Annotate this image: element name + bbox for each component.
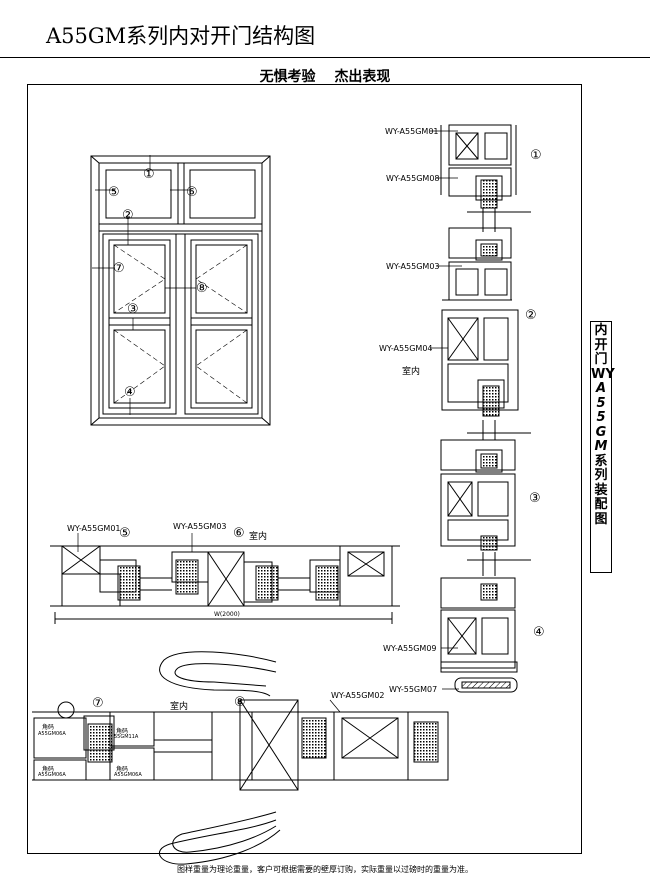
side-note-char: G (595, 424, 607, 440)
vertical-section (440, 124, 531, 693)
subtitle-right: 杰出表现 (334, 69, 391, 85)
page-title: A55GM系列内对开门结构图 (46, 24, 316, 48)
opening-lines (113, 244, 248, 404)
corner-code-label-1: 角码 (42, 724, 55, 731)
drawing-frame (27, 84, 582, 854)
label-v6: WY-55GM07 (389, 685, 438, 694)
leader-lines (92, 155, 196, 415)
marker-2: ② (122, 208, 134, 223)
section-marker-v3: ③ (529, 491, 541, 506)
side-note-char: W (591, 366, 606, 382)
corner-code-4: A55GM06A (114, 772, 142, 778)
marker-6: ⑥ (186, 185, 198, 200)
interior-label-b: 室内 (170, 702, 189, 712)
side-note-char: 5 (596, 395, 606, 411)
hsec-leaders (77, 533, 193, 552)
handle-outline (158, 651, 281, 865)
side-note-char: 配 (594, 497, 608, 512)
header-rule (0, 57, 650, 58)
page-subtitle: 无惧考验 杰出表现 (0, 66, 650, 86)
label-h2: WY-A55GM03 (173, 522, 227, 531)
section-marker-h8: ⑧ (234, 695, 246, 710)
side-note-char: 5 (596, 410, 606, 425)
corner-code-2: 55GM11A (114, 734, 139, 740)
section-marker-h7: ⑦ (92, 696, 104, 711)
label-v5: WY-A55GM09 (383, 644, 437, 653)
side-note-char: M (594, 439, 608, 454)
section-marker-h5: ⑤ (119, 526, 131, 541)
side-note-char: 开 (594, 337, 608, 353)
marker-1: ① (143, 167, 155, 182)
marker-8: ⑧ (196, 281, 208, 296)
corner-code-label-3: 角码 (42, 766, 55, 773)
label-v2: WY-A55GM08 (386, 174, 440, 183)
corner-code-1: A55GM06A (38, 731, 66, 737)
side-note-char: Y (605, 366, 615, 382)
marker-3: ③ (127, 302, 139, 317)
section-marker-h6: ⑥ (233, 526, 245, 541)
footer-note: 图样重量为理论重量，客户可根据需要的壁厚订购，实际重量以过磅时的重量为准。 (177, 865, 473, 874)
section-marker-v2: ② (525, 308, 537, 323)
side-note-char: A (595, 381, 607, 396)
door-elevation (90, 155, 271, 426)
interior-label-v: 室内 (402, 367, 421, 377)
vsec-leaders (430, 130, 462, 690)
side-note: 内 开 门 WY A 5 5 G M 系 列 装 配 图 (590, 321, 615, 573)
label-v1: WY-A55GM01 (385, 127, 439, 136)
label-v4: WY-A55GM04 (379, 344, 433, 353)
bottom-leaders (329, 699, 341, 713)
corner-code-3: A55GM06A (38, 772, 66, 778)
side-note-char: 装 (594, 482, 608, 498)
side-note-char: 系 (594, 453, 608, 469)
marker-7: ⑦ (113, 261, 125, 276)
label-h3: WY-A55GM02 (331, 691, 385, 700)
side-note-char: 图 (594, 511, 608, 527)
side-note-char: 内 (594, 323, 608, 338)
corner-code-label-2: 角码 (116, 728, 129, 735)
marker-4: ④ (124, 385, 136, 400)
horizontal-section (50, 545, 400, 624)
label-v3: WY-A55GM03 (386, 262, 440, 271)
side-note-char: 门 (594, 352, 608, 367)
subtitle-left: 无惧考验 (259, 69, 316, 85)
marker-5: ⑤ (108, 185, 120, 200)
interior-label-h: 室内 (249, 532, 268, 542)
section-marker-v4: ④ (533, 625, 545, 640)
corner-code-label-4: 角码 (116, 766, 129, 773)
bottom-section (32, 699, 449, 791)
section-marker-v1: ① (530, 148, 542, 163)
label-h1: WY-A55GM01 (67, 524, 121, 533)
side-note-char: 列 (594, 468, 608, 483)
dimension-label: W(2000) (214, 611, 240, 618)
